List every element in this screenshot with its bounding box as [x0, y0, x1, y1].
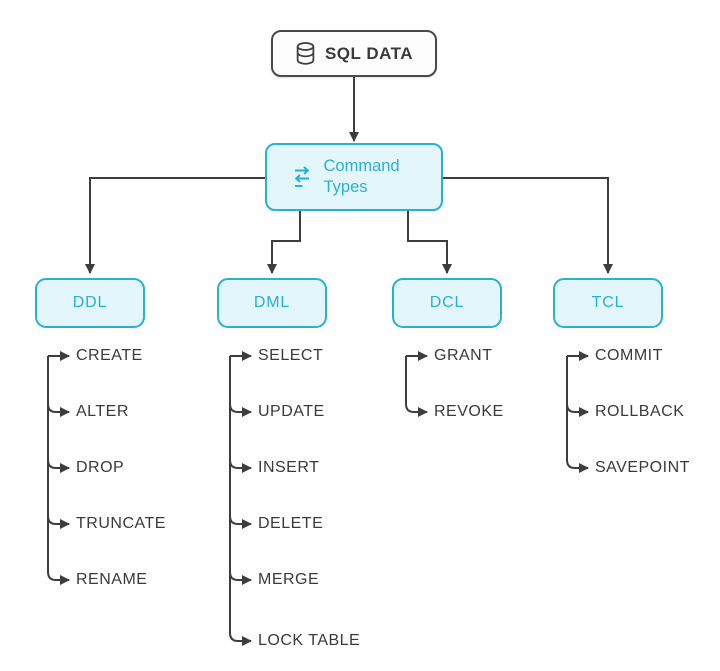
dml-item-select: SELECT	[258, 347, 324, 364]
dcl-node: DCL	[392, 278, 502, 328]
dcl-label: DCL	[429, 294, 465, 311]
dml-label: DML	[253, 294, 291, 311]
command-types-label: Command Types	[323, 157, 400, 196]
command-types-node: Command Types	[265, 143, 443, 211]
dml-item-update: UPDATE	[258, 403, 325, 420]
ddl-item-drop: DROP	[76, 459, 125, 476]
hub-to-ddl-arrow	[85, 177, 265, 274]
ddl-item-truncate: TRUNCATE	[76, 515, 166, 532]
hub-to-tcl-arrow	[443, 177, 613, 274]
ddl-label: DDL	[72, 294, 108, 311]
dml-node: DML	[217, 278, 327, 328]
tcl-label: TCL	[591, 294, 625, 311]
command-swap-icon	[294, 166, 309, 187]
dml-item-bracket	[229, 351, 252, 646]
dcl-item-bracket	[405, 351, 428, 417]
tcl-item-rollback: ROLLBACK	[595, 403, 685, 420]
dml-item-delete: DELETE	[258, 515, 324, 532]
tcl-item-bracket	[566, 351, 589, 473]
dml-item-lock-table: LOCK TABLE	[258, 632, 361, 649]
dcl-item-grant: GRANT	[434, 347, 493, 364]
dcl-item-revoke: REVOKE	[434, 403, 504, 420]
database-icon	[296, 42, 315, 65]
tcl-item-commit: COMMIT	[595, 347, 663, 364]
dml-item-merge: MERGE	[258, 571, 320, 588]
ddl-item-bracket	[47, 351, 70, 585]
ddl-item-create: CREATE	[76, 347, 143, 364]
tcl-item-savepoint: SAVEPOINT	[595, 459, 690, 476]
dml-item-insert: INSERT	[258, 459, 320, 476]
ddl-item-alter: ALTER	[76, 403, 129, 420]
sql-data-label: SQL DATA	[324, 43, 414, 63]
ddl-item-rename: RENAME	[76, 571, 148, 588]
hub-to-dml-arrow	[267, 211, 301, 274]
sql-data-node: SQL DATA	[271, 30, 437, 77]
tcl-node: TCL	[553, 278, 663, 328]
hub-to-dcl-arrow	[407, 211, 452, 274]
ddl-node: DDL	[35, 278, 145, 328]
